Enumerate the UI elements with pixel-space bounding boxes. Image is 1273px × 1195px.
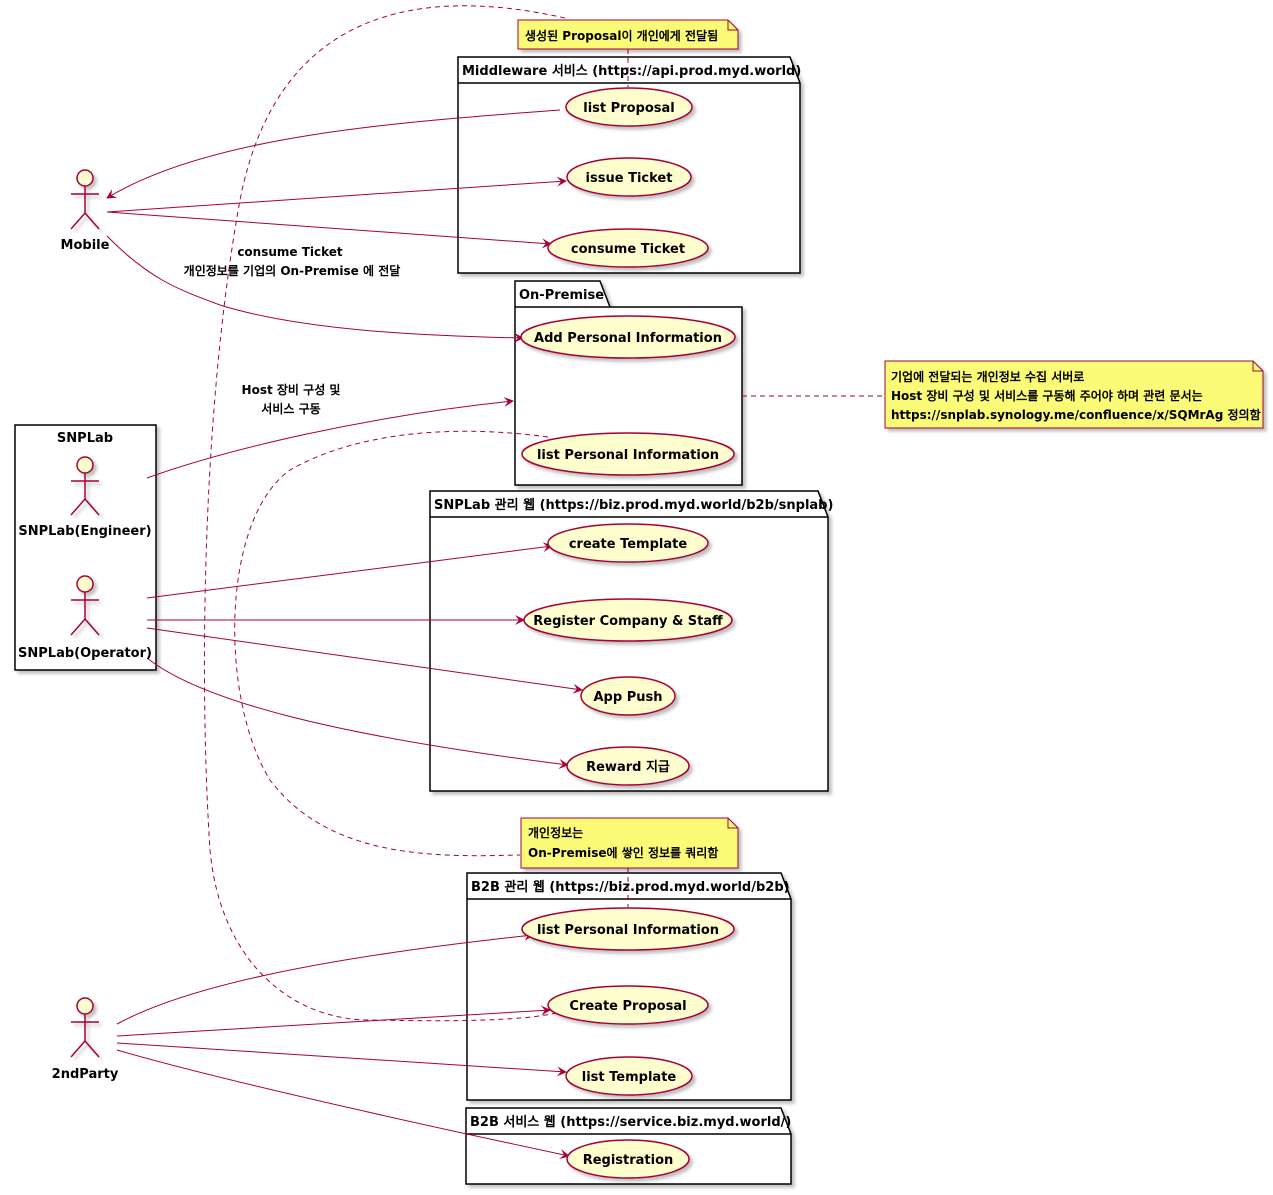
usecase-list-proposal[interactable]: list Proposal [565,87,693,127]
usecase-create-proposal[interactable]: Create Proposal [547,985,709,1025]
svg-text:create Template: create Template [569,537,688,552]
query-dashed-link [234,430,549,857]
usecase-register-company[interactable]: Register Company & Staff [523,598,733,642]
actor-2ndparty[interactable]: 2ndParty [52,997,119,1082]
note-text-line: Host 장비 구성 및 서비스를 구동해 주어야 하며 관련 문서는 [891,388,1203,403]
usecase-app-push[interactable]: App Push [580,676,676,716]
note-text: 생성된 Proposal이 개인에게 전달됨 [525,28,718,43]
actor-stick-figure-icon [70,169,100,230]
package-title: B2B 서비스 웹 (https://service.biz.myd.world… [470,1115,791,1130]
actor-engineer[interactable]: SNPLab(Engineer) [18,456,152,539]
actor-operator[interactable]: SNPLab(Operator) [18,575,152,661]
note-onpremise: 기업에 전달되는 개인정보 수집 서버로 Host 장비 구성 및 서비스를 구… [884,360,1264,429]
svg-text:list Template: list Template [582,1070,677,1085]
usecase-add-personal[interactable]: Add Personal Information [520,315,736,359]
edge-label-line: consume Ticket [237,245,343,259]
actor-stick-figure-icon [70,575,100,636]
note-text-line: 기업에 전달되는 개인정보 수집 서버로 [891,369,1084,384]
actor-mobile[interactable]: Mobile [61,169,110,253]
usecase-reward[interactable]: Reward 지급 [566,746,690,786]
arrow-registration [116,1049,570,1160]
svg-text:App Push: App Push [594,690,663,705]
arrow-list-proposal [106,109,561,199]
svg-text:list Proposal: list Proposal [583,101,674,116]
svg-text:Register Company & Staff: Register Company & Staff [533,614,723,629]
note-query: 개인정보는 On-Premise에 쌓인 정보를 쿼리함 [520,817,739,869]
usecase-list-personal-onpremise[interactable]: list Personal Information [521,432,735,476]
actor-label: SNPLab(Engineer) [18,524,151,539]
arrow-list-template [116,1042,567,1077]
note-proposal: 생성된 Proposal이 개인에게 전달됨 [517,19,739,50]
arrow-reward [146,657,569,769]
actor-label: SNPLab(Operator) [18,646,152,661]
arrow-add-personal [106,235,524,343]
usecases: list Proposal issue Ticket consume Ticke… [520,87,736,1179]
arrow-app-push [146,627,583,694]
actor-label: 2ndParty [52,1067,119,1082]
note-text-line: On-Premise에 쌓인 정보를 쿼리함 [528,845,718,860]
svg-text:Create Proposal: Create Proposal [569,999,686,1014]
usecase-list-template[interactable]: list Template [565,1056,693,1096]
note-text-line: 개인정보는 [528,825,583,840]
usecase-create-template[interactable]: create Template [547,523,709,563]
arrow-issue-ticket [106,176,567,213]
actors: Mobile SNPLab(Engineer) SNPLab(Operator) [18,169,152,1082]
group-title: SNPLab [57,431,113,446]
edge-label-consume: consume Ticket 개인정보를 기업의 On-Premise 에 전달 [184,245,401,278]
svg-text:Registration: Registration [583,1153,674,1168]
actor-stick-figure-icon [70,997,100,1058]
snplab-group: SNPLab [14,424,157,671]
arrow-list-personal-b2b [116,930,534,1025]
note-text-line: https://snplab.synology.me/confluence/x/… [891,407,1261,422]
package-title: On-Premise [519,288,604,303]
package-title: B2B 관리 웹 (https://biz.prod.myd.world/b2b… [471,879,790,895]
usecase-registration[interactable]: Registration [566,1139,690,1179]
svg-text:issue Ticket: issue Ticket [586,171,673,186]
package-title: SNPLab 관리 웹 (https://biz.prod.myd.world/… [434,497,833,513]
svg-text:list Personal Information: list Personal Information [537,448,719,463]
usecase-list-personal-b2b[interactable]: list Personal Information [521,907,735,951]
svg-text:consume Ticket: consume Ticket [571,242,685,257]
actor-stick-figure-icon [70,456,100,516]
svg-text:Add Personal Information: Add Personal Information [534,331,722,346]
package-title: Middleware 서비스 (https://api.prod.myd.wor… [462,64,801,79]
edge-label-line: 개인정보를 기업의 On-Premise 에 전달 [184,263,401,278]
arrow-create-template [146,542,553,599]
svg-text:list Personal Information: list Personal Information [537,923,719,938]
arrow-host [146,396,514,479]
actor-label: Mobile [61,238,110,253]
edge-label-line: 서비스 구동 [261,401,320,416]
usecase-issue-ticket[interactable]: issue Ticket [566,157,692,197]
edge-label-host: Host 장비 구성 및 서비스 구동 [242,382,341,416]
arrows [106,109,583,1160]
usecase-consume-ticket[interactable]: consume Ticket [547,228,709,268]
arrow-consume-ticket [106,211,552,249]
svg-text:Reward 지급: Reward 지급 [586,760,670,775]
arrow-create-proposal [116,1005,551,1037]
edge-label-line: Host 장비 구성 및 [242,382,341,397]
